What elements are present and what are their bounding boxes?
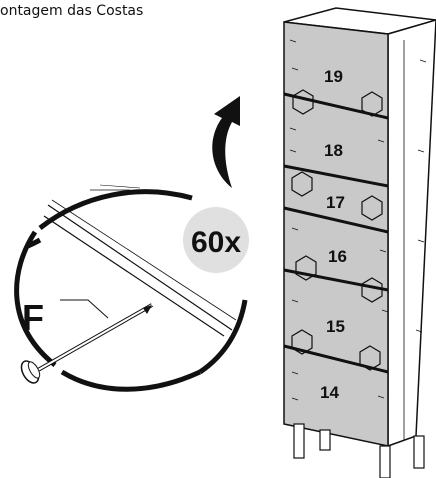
nail-icon bbox=[20, 303, 153, 384]
nail-marks bbox=[289, 39, 427, 401]
nail-callout bbox=[292, 89, 314, 115]
panel-number: 14 bbox=[320, 383, 339, 402]
quantity-badge: 60x bbox=[183, 207, 249, 273]
quantity-label: 60x bbox=[191, 226, 241, 259]
rotate-arrow-icon bbox=[212, 96, 240, 188]
detail-circle bbox=[14, 189, 248, 392]
board-edge-detail bbox=[43, 184, 237, 337]
nail-callout bbox=[361, 277, 383, 303]
nail-callout bbox=[359, 345, 381, 371]
nail-callout bbox=[361, 91, 383, 117]
panel-number: 19 bbox=[324, 67, 343, 86]
panel-number: 18 bbox=[324, 141, 343, 160]
cabinet bbox=[283, 7, 436, 478]
part-leader-line bbox=[60, 299, 109, 319]
panel-number: 16 bbox=[328, 247, 347, 266]
part-letter: F bbox=[22, 297, 44, 338]
panel-numbers: 19 18 17 16 15 14 bbox=[320, 67, 347, 402]
nail-callouts bbox=[291, 89, 383, 371]
nail-callout bbox=[291, 329, 313, 355]
nail-callout bbox=[361, 195, 383, 221]
instruction-title: ontagem das Costas bbox=[0, 3, 144, 19]
nail-callout bbox=[295, 255, 317, 281]
nail-callout bbox=[291, 171, 313, 197]
panel-number: 15 bbox=[326, 317, 345, 336]
panel-number: 17 bbox=[326, 193, 345, 212]
